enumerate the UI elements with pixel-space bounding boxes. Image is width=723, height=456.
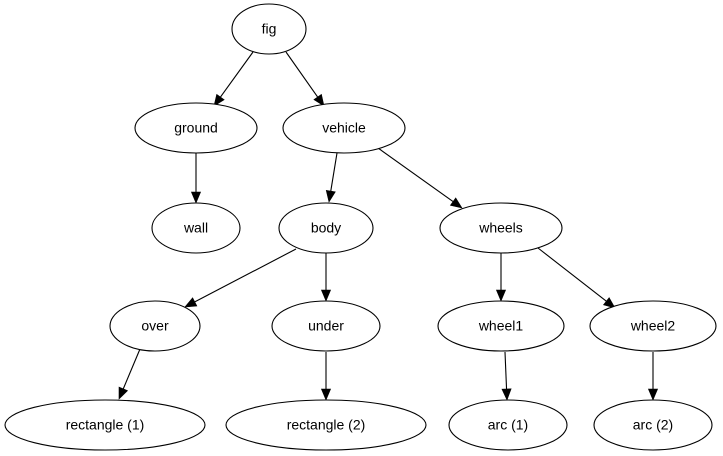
node-label: wheel1 bbox=[478, 318, 524, 334]
arrowhead-icon bbox=[213, 93, 225, 107]
node-label: rectangle (1) bbox=[66, 417, 145, 433]
node-label: wall bbox=[183, 220, 208, 236]
node-label: vehicle bbox=[322, 120, 366, 136]
node-label: fig bbox=[262, 21, 277, 37]
edge-fig-to-vehicle bbox=[285, 51, 325, 107]
graph-node-under[interactable]: under bbox=[271, 300, 381, 352]
edge-wheels-to-wheel1 bbox=[495, 253, 507, 302]
arrowhead-icon bbox=[320, 388, 332, 401]
node-ellipse[interactable] bbox=[4, 399, 206, 451]
edge-line bbox=[194, 248, 297, 303]
node-ellipse[interactable] bbox=[593, 399, 713, 451]
node-label: ground bbox=[174, 120, 218, 136]
edge-body-to-over bbox=[184, 248, 297, 308]
arrowhead-icon bbox=[495, 289, 507, 302]
edge-under-to-rectangle2 bbox=[320, 352, 332, 401]
graph-node-wheels[interactable]: wheels bbox=[439, 202, 563, 254]
edge-line bbox=[219, 51, 254, 98]
graph-node-over[interactable]: over bbox=[109, 300, 201, 352]
edge-body-to-under bbox=[320, 253, 332, 302]
arrowhead-icon bbox=[325, 190, 336, 203]
node-ellipse[interactable] bbox=[278, 202, 374, 254]
edge-fig-to-ground bbox=[213, 51, 254, 107]
edge-line bbox=[504, 351, 508, 390]
node-ellipse[interactable] bbox=[448, 399, 568, 451]
arrowhead-icon bbox=[313, 93, 325, 107]
nodes-layer: fig ground vehicle wall body wheels over under w… bbox=[4, 3, 717, 451]
graph-node-wheel2[interactable]: wheel2 bbox=[589, 300, 717, 352]
edge-wheel2-to-arc2 bbox=[647, 352, 659, 401]
edge-line bbox=[285, 51, 319, 98]
graph-node-arc2[interactable]: arc (2) bbox=[593, 399, 713, 451]
node-label: under bbox=[308, 318, 344, 334]
arrowhead-icon bbox=[647, 388, 659, 401]
node-ellipse[interactable] bbox=[271, 300, 381, 352]
graph-node-body[interactable]: body bbox=[278, 202, 374, 254]
arrowhead-icon bbox=[190, 191, 202, 204]
edge-over-to-rectangle1 bbox=[118, 348, 141, 400]
node-label: wheel2 bbox=[630, 318, 676, 334]
edge-wheels-to-wheel2 bbox=[537, 247, 616, 309]
graph-node-fig[interactable]: fig bbox=[231, 3, 307, 55]
node-ellipse[interactable] bbox=[151, 202, 241, 254]
edge-line bbox=[122, 348, 141, 390]
arrowhead-icon bbox=[501, 388, 512, 401]
arrowhead-icon bbox=[320, 289, 332, 302]
graph-node-vehicle[interactable]: vehicle bbox=[282, 102, 406, 154]
node-ellipse[interactable] bbox=[225, 399, 427, 451]
graph-node-rectangle2[interactable]: rectangle (2) bbox=[225, 399, 427, 451]
edge-vehicle-to-body bbox=[325, 152, 338, 203]
edge-vehicle-to-wheels bbox=[377, 147, 463, 209]
node-ellipse[interactable] bbox=[437, 300, 565, 352]
node-ellipse[interactable] bbox=[134, 102, 258, 154]
graph-node-wall[interactable]: wall bbox=[151, 202, 241, 254]
node-label: wheels bbox=[478, 220, 523, 236]
graph-node-rectangle1[interactable]: rectangle (1) bbox=[4, 399, 206, 451]
node-label: rectangle (2) bbox=[287, 417, 366, 433]
node-ellipse[interactable] bbox=[231, 3, 307, 55]
edge-ground-to-wall bbox=[190, 153, 202, 204]
edge-line bbox=[377, 147, 454, 203]
node-ellipse[interactable] bbox=[439, 202, 563, 254]
node-ellipse[interactable] bbox=[109, 300, 201, 352]
graph-node-ground[interactable]: ground bbox=[134, 102, 258, 154]
node-label: arc (1) bbox=[488, 417, 528, 433]
node-label: arc (2) bbox=[633, 417, 673, 433]
graph-node-wheel1[interactable]: wheel1 bbox=[437, 300, 565, 352]
edge-line bbox=[537, 247, 607, 302]
arrowhead-icon bbox=[118, 386, 129, 400]
arrowhead-icon bbox=[184, 297, 198, 308]
edge-line bbox=[330, 152, 338, 192]
edge-wheel1-to-arc1 bbox=[501, 351, 512, 401]
node-label: body bbox=[311, 220, 341, 236]
node-ellipse[interactable] bbox=[589, 300, 717, 352]
arrowhead-icon bbox=[449, 197, 463, 209]
edges-layer bbox=[118, 51, 659, 401]
node-ellipse[interactable] bbox=[282, 102, 406, 154]
arrowhead-icon bbox=[602, 297, 616, 309]
node-label: over bbox=[141, 318, 169, 334]
graph-node-arc1[interactable]: arc (1) bbox=[448, 399, 568, 451]
